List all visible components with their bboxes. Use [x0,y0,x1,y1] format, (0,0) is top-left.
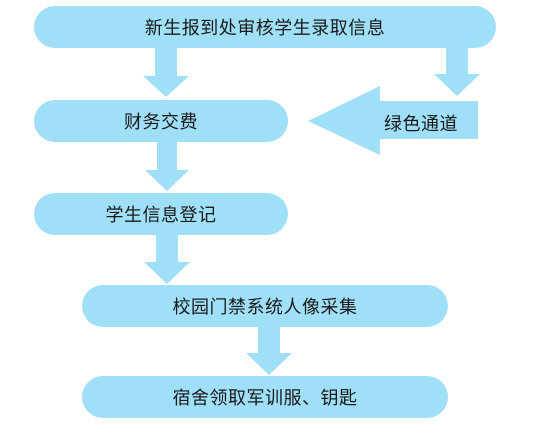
arrow-step1-to-step2 [143,46,189,97]
step-1-box: 新生报到处审核学生录取信息 [34,6,496,48]
step-4-label: 校园门禁系统人像采集 [172,297,358,318]
step-4-box: 校园门禁系统人像采集 [82,285,448,327]
arrow-step1-to-green-channel [434,46,480,96]
green-channel-label: 绿色通道 [384,114,458,135]
arrow-green-channel-to-step2 [308,86,478,155]
step-5-label: 宿舍领取军训服、钥匙 [172,388,358,409]
arrow-step2-to-step3 [145,140,189,191]
step-1-label: 新生报到处审核学生录取信息 [144,18,386,39]
arrow-step3-to-step4 [144,233,190,284]
arrow-step4-to-step5 [246,324,292,375]
step-5-box: 宿舍领取军训服、钥匙 [82,376,448,418]
step-2-box: 财务交费 [34,100,288,142]
step-3-box: 学生信息登记 [34,193,288,235]
step-2-label: 财务交费 [124,112,198,133]
step-3-label: 学生信息登记 [105,205,217,226]
